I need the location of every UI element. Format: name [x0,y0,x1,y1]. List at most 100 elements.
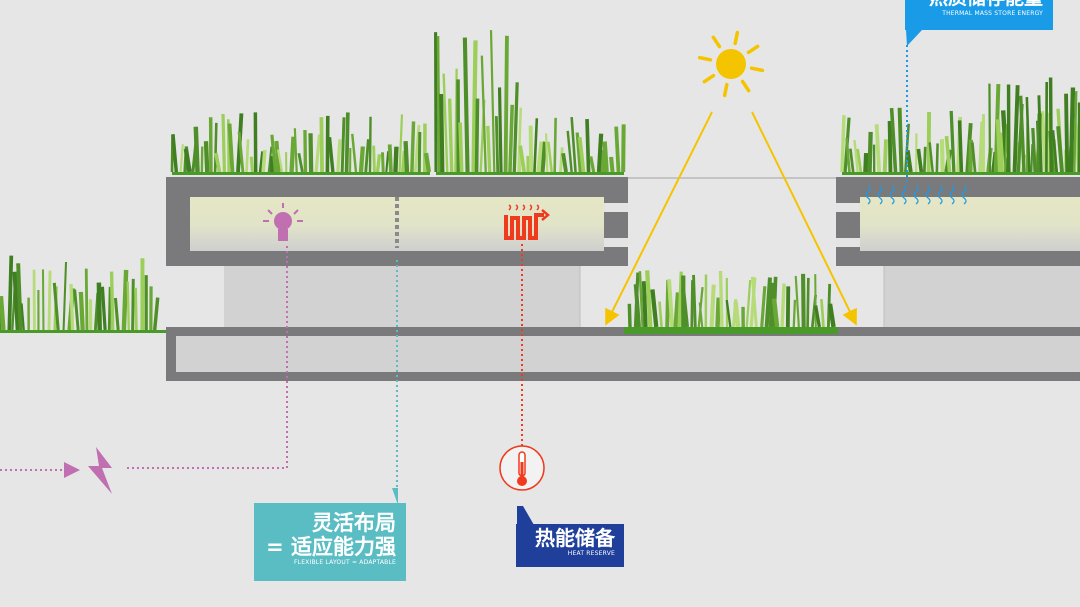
grass-blade [853,139,859,173]
grass-blade [544,133,549,173]
grass-blade [100,286,107,331]
grass-blade [725,299,732,328]
grass-blade [193,126,200,173]
grass-blade [1068,87,1076,173]
grass-blade [935,143,939,173]
grass-blade [344,112,350,173]
grass-blade [780,283,786,328]
grass-blade [1048,77,1053,173]
grass-blade [681,288,690,328]
grass-blade [7,255,14,331]
grass-blade [308,133,314,173]
grass-blade [536,141,544,173]
grass-blade [314,134,321,173]
grass-blade [814,274,817,328]
grass-blade [768,282,775,328]
grass-blade [364,139,370,173]
flexible-title-line2: = 适应能力强 [266,535,396,560]
grass-blade [69,283,75,331]
grass-blade [602,141,609,173]
grass-blade [0,295,6,331]
grass-blade [113,297,120,331]
grass-blade [16,263,23,331]
grass-blade [970,142,977,173]
grass-blade [995,119,1003,173]
grass-blade [1018,95,1026,173]
grass-blade [916,148,924,173]
grass-blade [480,55,487,173]
grass-blade [641,281,648,328]
grass-blade [760,286,767,328]
grass-blade [764,277,772,328]
grass-blade [614,126,621,173]
grass-blade [692,274,697,328]
sun-icon [697,30,765,98]
grass-blade [121,269,129,331]
grass-blade [203,141,210,173]
grass-blade [570,116,577,173]
grass-blade [267,146,273,173]
grass-blade [276,149,284,173]
grass-blade [677,271,683,328]
grass-blade [905,150,913,173]
grass-blade [497,87,503,173]
grass-blade [867,131,873,173]
grass-blade [387,144,393,173]
grass-blade [512,82,519,173]
grass-blade [561,152,568,173]
grass-blade [533,118,539,173]
grass-blade [458,122,464,173]
grass-blade [134,287,138,331]
grass-blade [745,279,752,328]
grass-blade [403,141,410,173]
grass-blade [856,148,863,173]
grass-blade [12,271,20,331]
heat-subtitle: HEAT RESERVE [567,550,615,557]
grass-blade [1025,97,1031,173]
grass-blade [109,271,115,331]
grass-blade [436,36,441,173]
grass-blade [1056,126,1064,173]
grass-blade [474,98,480,173]
grass-blade [486,125,492,173]
grass-blade [1064,93,1070,173]
grass-blade [52,282,60,331]
ground-slab [166,327,1080,381]
grass-blade [245,139,250,173]
grass-blade [258,151,264,173]
grass-blade [806,277,810,328]
grass-blade [638,271,644,328]
lighting-power-line [125,246,288,469]
grass-blade [503,35,509,173]
grass-base [990,172,1080,175]
grass-blade [957,120,964,173]
heat-wave-icon [865,185,967,205]
grass-blade [882,139,888,173]
grass-blade [801,273,806,328]
grass-blade [794,275,800,328]
grass-blade [297,153,304,173]
grass-blade [84,268,89,331]
grass-blade [126,281,130,331]
grass-blade [849,148,855,173]
right-upper-building [836,177,1080,266]
grass-blade [863,152,869,173]
light-bulb-icon [263,203,303,241]
grass-blade [922,146,927,173]
grass-blade [508,104,514,173]
grass-blade [658,301,663,328]
grass-blade [949,110,956,173]
grass-blade [358,146,365,173]
grass-blade [1012,85,1020,173]
grass-blade [393,146,399,173]
grass-base [842,172,1080,175]
grass-blade [585,118,591,173]
grass-blade [733,301,741,328]
grass-blade [715,297,721,328]
grass-blade [627,303,632,328]
thermal-mass-callout: 热质储存能量 THERMAL MASS STORE ENERGY [905,0,1053,30]
grass-blade [274,140,281,173]
grass-blade [237,131,245,173]
grass-blade [1051,130,1059,173]
